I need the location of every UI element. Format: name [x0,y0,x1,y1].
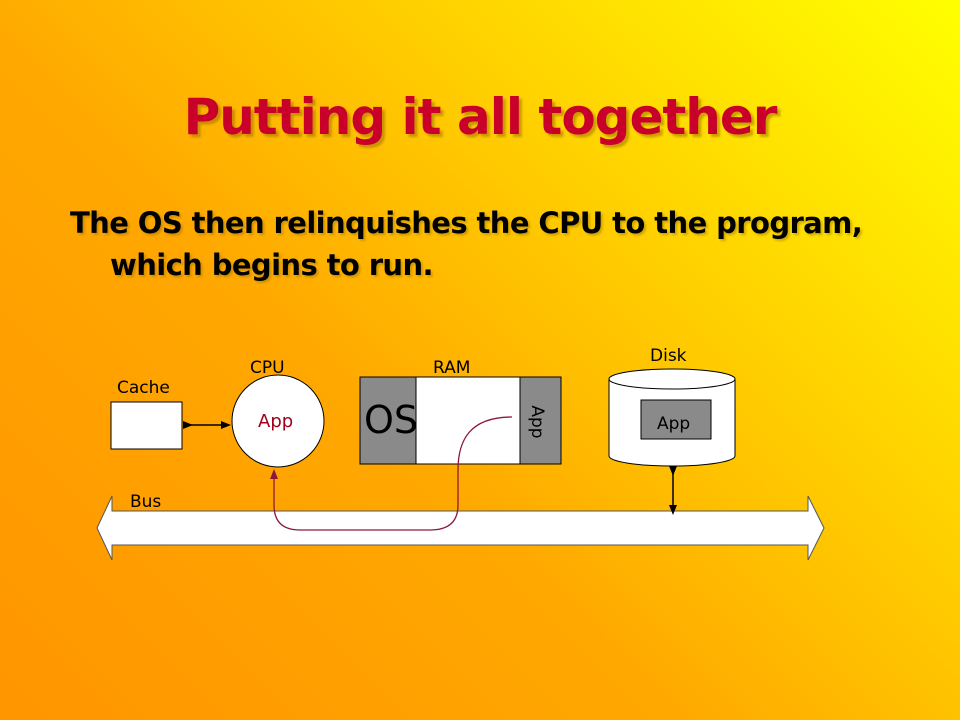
ram-to-cpu-arrow [270,416,513,531]
cache-box [110,401,183,450]
ram-free-segment [415,376,521,465]
disk-label: Disk [650,346,687,366]
body-line-1: The OS then relinquishes the CPU to the … [70,206,863,240]
disk-top [608,368,736,390]
slide-title: Putting it all together [183,88,778,146]
cpu-app-label: App [258,411,294,432]
bus-arrow [96,495,825,561]
cpu-label: CPU [250,358,285,378]
slide-body-text: The OS then relinquishes the CPU to the … [70,202,930,286]
ram-app-segment [519,376,562,465]
cpu-circle [231,374,325,468]
bus-label: Bus [130,492,162,512]
ram-os-label: OS [364,398,419,442]
ram-label: RAM [433,358,471,378]
body-line-2: which begins to run. [110,248,434,282]
ram-app-label: App [527,405,547,439]
disk-app-label: App [657,414,691,434]
cache-label: Cache [117,378,170,398]
disk-app-box [640,399,712,440]
ram-os-segment [359,376,417,465]
